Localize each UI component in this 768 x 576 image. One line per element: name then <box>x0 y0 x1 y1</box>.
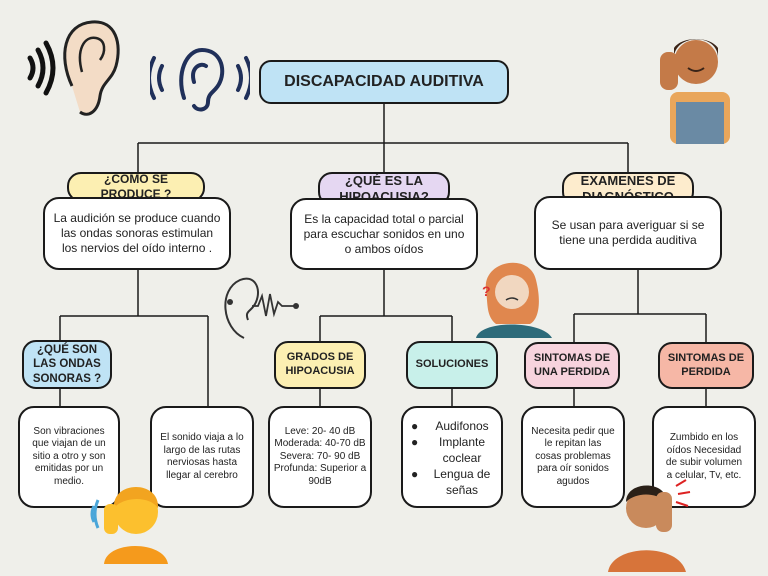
page-title: DISCAPACIDAD AUDITIVA <box>259 60 509 104</box>
solucion-item: ●Lengua de señas <box>411 467 491 497</box>
grado-moderada: Moderada: 40-70 dB <box>274 438 366 450</box>
sintomas2-text: Zumbido en los oídos Necesidad de subir … <box>652 406 756 508</box>
child-covering-ear-icon <box>90 487 168 564</box>
soluciones-list: ●Audifonos ●Implante coclear ●Lengua de … <box>401 406 503 508</box>
grados-header: GRADOS DE HIPOACUSIA <box>274 341 366 389</box>
ear-signal-icon <box>224 277 299 339</box>
grados-list: Leve: 20- 40 dB Moderada: 40-70 dB Sever… <box>268 406 372 508</box>
man-covering-ear-icon <box>608 479 691 572</box>
produce-text: La audición se produce cuando las ondas … <box>43 197 231 270</box>
sound-waves-icon <box>27 40 56 96</box>
grado-leve: Leve: 20- 40 dB <box>284 425 356 437</box>
woman-covering-ear-icon <box>660 39 730 144</box>
viaje-text: El sonido viaja a lo largo de las rutas … <box>150 406 254 508</box>
examenes-text: Se usan para averiguar si se tiene una p… <box>534 196 722 270</box>
grado-profunda: Profunda: Superior a 90dB <box>273 463 367 487</box>
soluciones-header: SOLUCIONES <box>406 341 498 389</box>
grado-severa: Severa: 70- 90 dB <box>279 450 361 462</box>
confused-woman-icon: ? <box>476 262 552 338</box>
hipoacusia-text: Es la capacidad total o parcial para esc… <box>290 198 478 270</box>
ear-outline-icon <box>150 47 250 112</box>
ear-icon <box>63 20 120 116</box>
sintomas1-text: Necesita pedir que le repitan las cosas … <box>521 406 625 508</box>
svg-text:?: ? <box>482 283 491 299</box>
solucion-item: ●Audifonos <box>411 419 489 433</box>
sintomas2-header: SINTOMAS DE PERDIDA <box>658 342 754 389</box>
sintomas1-header: SINTOMAS DE UNA PERDIDA <box>524 342 620 389</box>
solucion-item: ●Implante coclear <box>411 435 486 465</box>
ondas-header: ¿QUÉ SON LAS ONDAS SONORAS ? <box>22 340 112 389</box>
ondas-text: Son vibraciones que viajan de un sitio a… <box>18 406 120 508</box>
